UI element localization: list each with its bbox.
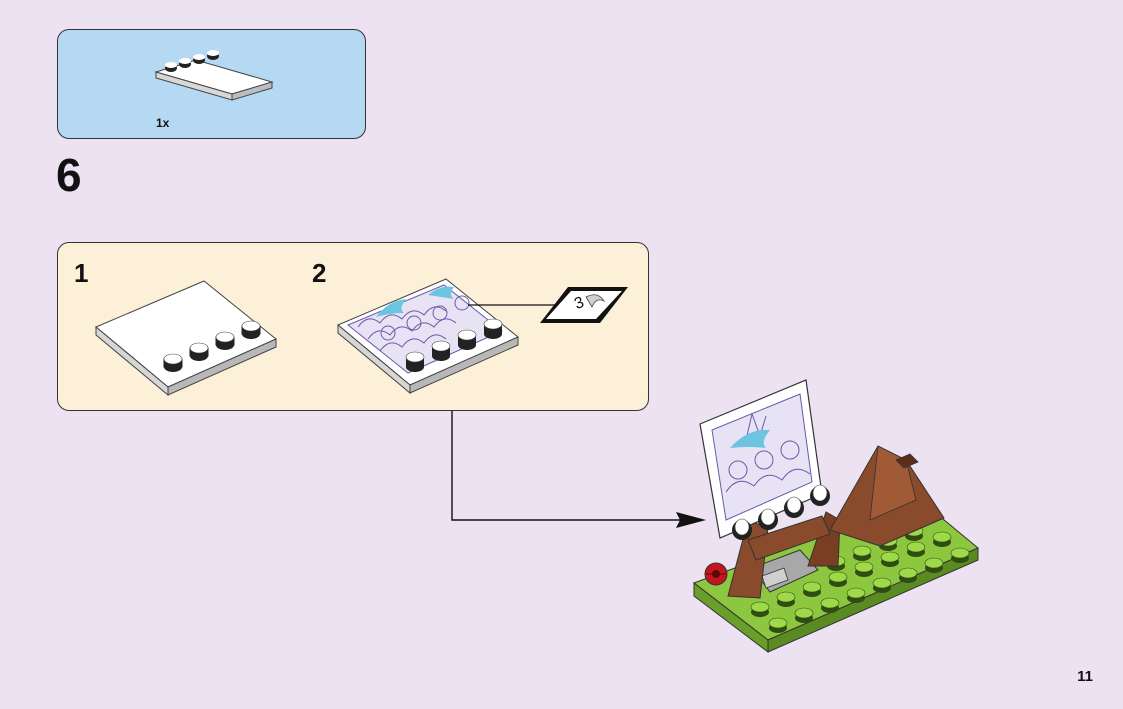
step-number: 6: [56, 149, 82, 201]
page-number: 11: [1077, 668, 1093, 685]
stickered-tile-illustration: [337, 278, 628, 395]
step-arrow: [451, 411, 680, 521]
parts-callout: 1x: [57, 29, 366, 139]
tile-4x4-studs-icon: [154, 50, 274, 101]
part-quantity: 1x: [156, 116, 170, 130]
framed-picture: [699, 379, 830, 540]
substep-1-label: 1: [74, 258, 89, 288]
blank-tile-illustration: [95, 280, 277, 397]
arrow-head-icon: [676, 512, 706, 528]
substep-callout: 1 2: [57, 242, 649, 411]
green-baseplate: [692, 499, 979, 654]
substep-2-label: 2: [312, 258, 327, 288]
ladybug-icon: [704, 562, 728, 586]
